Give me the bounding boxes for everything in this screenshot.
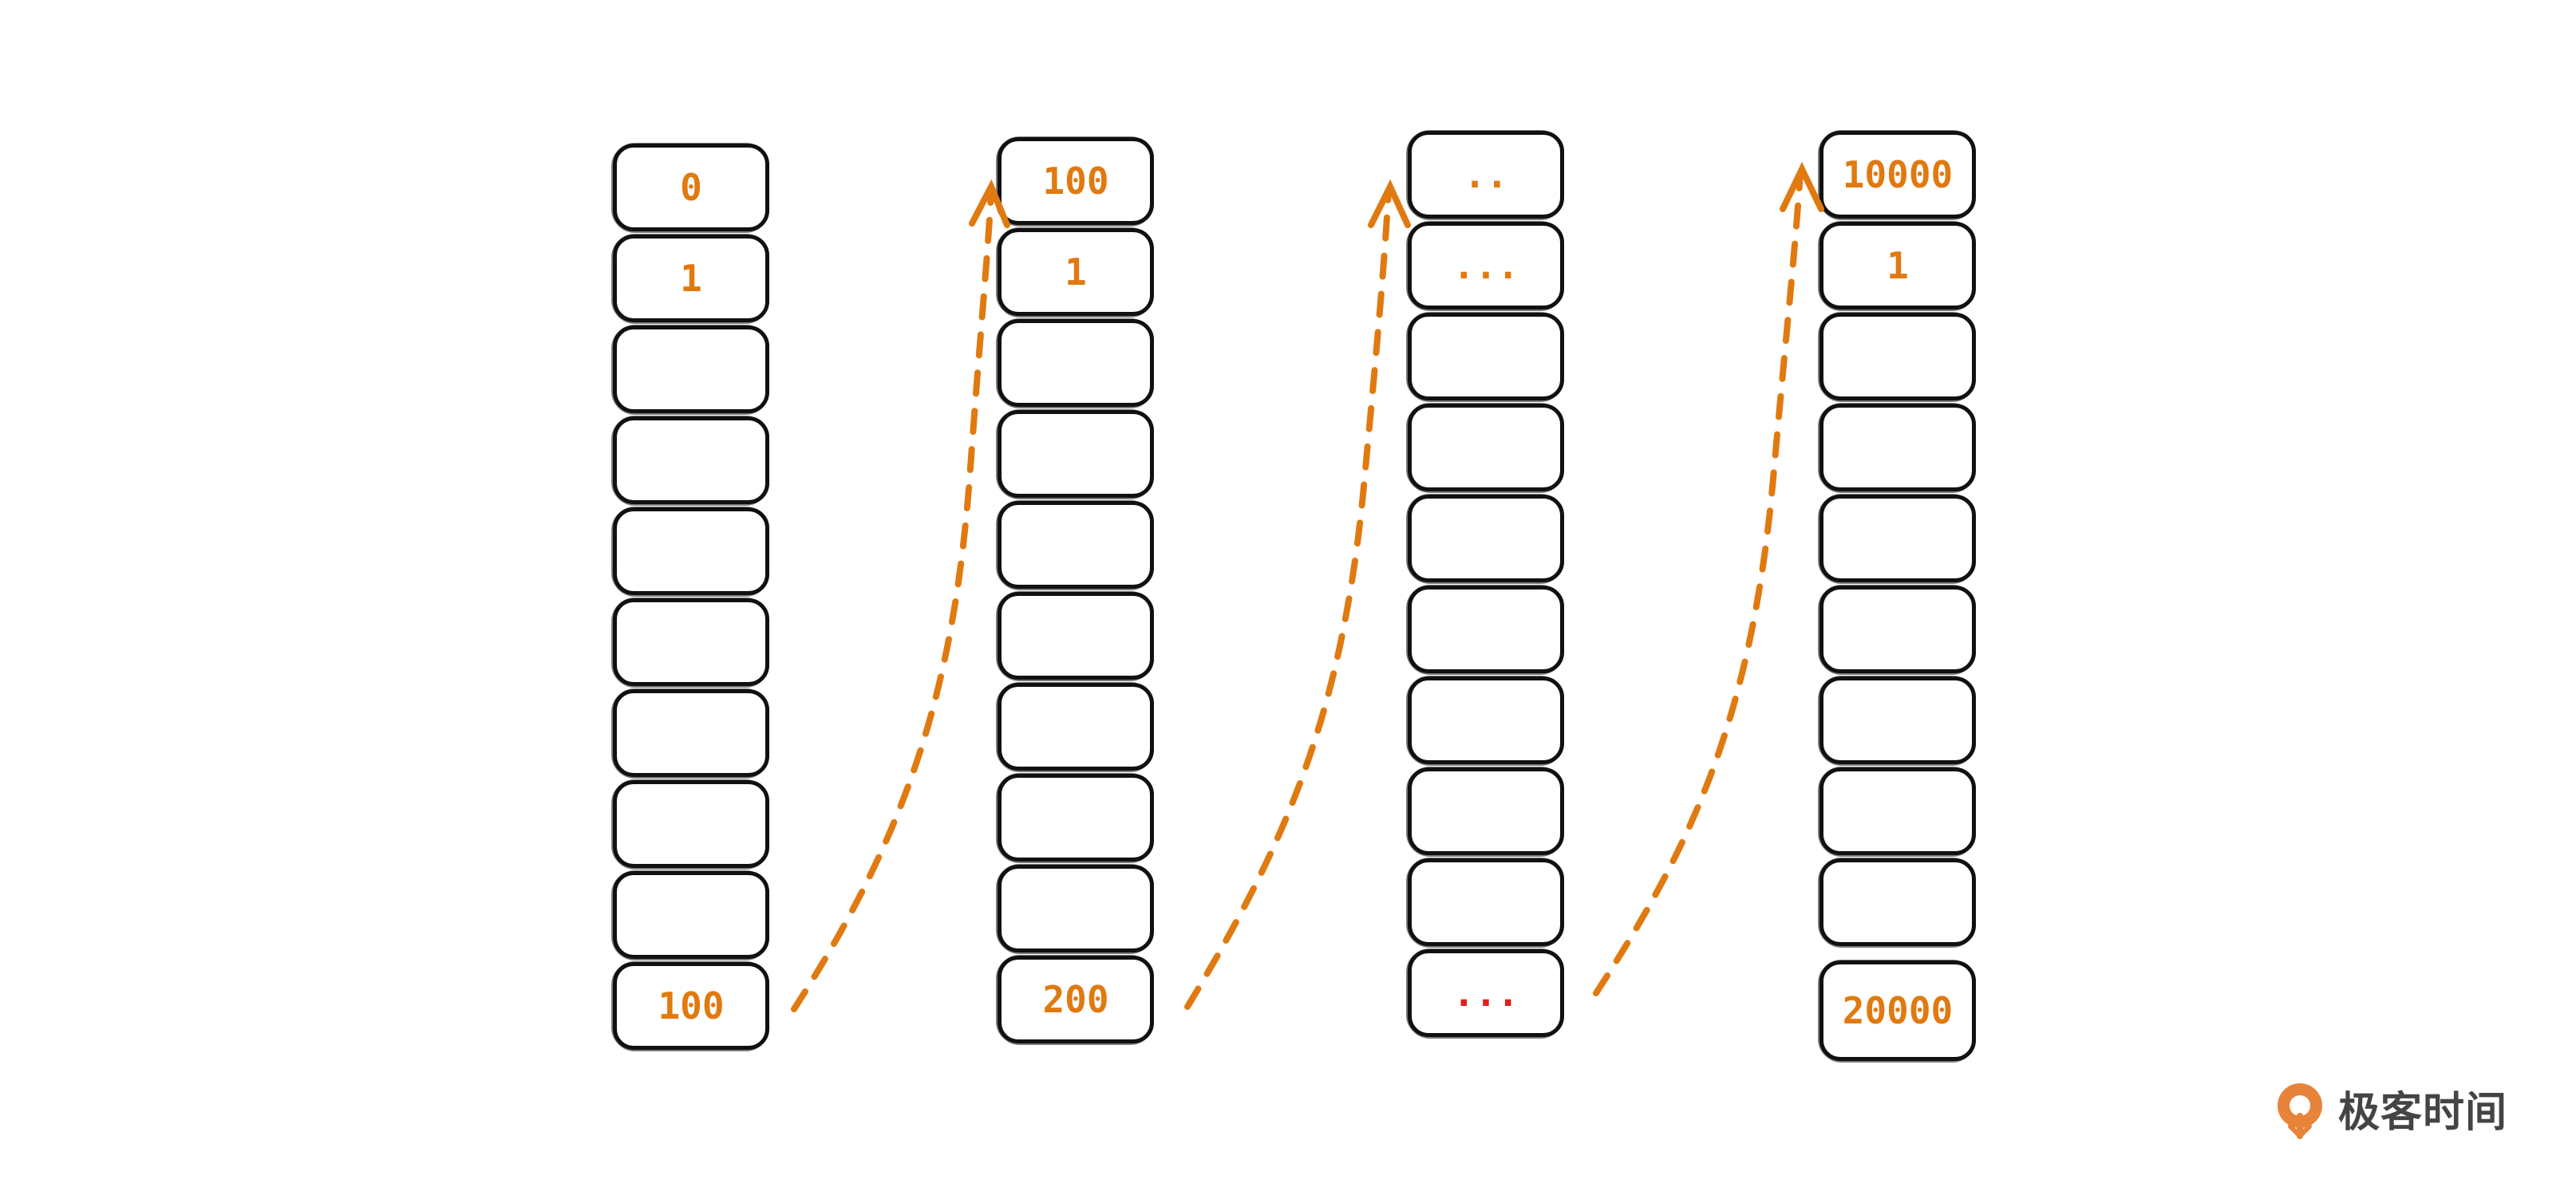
arrow-head-icon <box>1780 161 1824 212</box>
stack-cell: 0 <box>611 143 769 233</box>
stack-cell <box>611 416 769 506</box>
logo: 极客时间 <box>2273 1075 2512 1139</box>
stack-cell <box>996 773 1154 863</box>
stack-cell: 20000 <box>1818 960 1976 1063</box>
dashed-arrow <box>1593 169 1804 996</box>
stack-cell <box>1818 312 1976 402</box>
stack-cell <box>1818 494 1976 584</box>
stack-cell <box>1406 767 1564 857</box>
stack-cell <box>611 597 769 688</box>
stack-cell <box>996 591 1154 681</box>
dashed-arrow <box>791 188 994 1012</box>
stack-cell <box>1818 858 1976 948</box>
stack-cell <box>1406 858 1564 948</box>
stack-cell: .. <box>1406 130 1564 220</box>
dashed-arrow <box>1184 187 1392 1010</box>
stack-cell <box>1406 676 1564 766</box>
stack-cell <box>611 507 769 597</box>
stack-cell <box>1406 585 1564 675</box>
stack-cell <box>996 500 1154 590</box>
stack-cell: 100 <box>996 136 1154 227</box>
stack-cell: 1 <box>996 227 1154 317</box>
stack-cell: ... <box>1406 948 1564 1039</box>
stack-cell <box>1818 676 1976 766</box>
stack-cell <box>996 409 1154 499</box>
stack-cell: ... <box>1406 221 1564 311</box>
geektime-logo-icon <box>2278 1083 2322 1139</box>
stack-cell <box>611 779 769 870</box>
stack-cell <box>1406 403 1564 493</box>
stack-cell <box>996 318 1154 408</box>
arrow-head-icon <box>1368 179 1411 228</box>
stack-cell <box>1818 403 1976 493</box>
stack-cell: 200 <box>996 955 1154 1045</box>
stack-cell: 10000 <box>1818 130 1976 220</box>
stack-cell <box>1406 312 1564 402</box>
stack-cell: 1 <box>1818 221 1976 311</box>
stack-cell <box>611 688 769 779</box>
stack-cell <box>1818 585 1976 675</box>
stack-cell <box>611 870 769 960</box>
logo-text: 极客时间 <box>2338 1089 2508 1137</box>
stack-cell: 100 <box>611 961 769 1051</box>
stack-cell <box>996 682 1154 772</box>
stack-cell <box>1818 767 1976 857</box>
stack-cell <box>611 325 769 415</box>
stack-cell <box>1406 494 1564 584</box>
stack-cell: 1 <box>611 234 769 324</box>
stack-cell <box>996 864 1154 954</box>
